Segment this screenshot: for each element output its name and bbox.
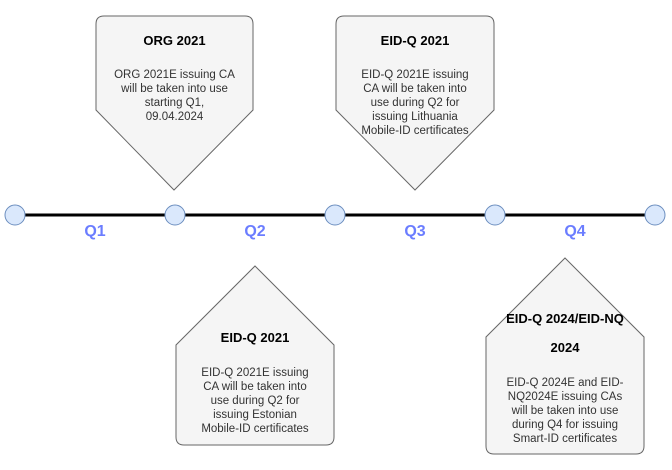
callout-body-line: EID-Q 2024E and EID-	[507, 377, 624, 389]
callout-body-line: CA will be taken into	[203, 381, 307, 393]
callout-body-line: EID-Q 2021E issuing	[201, 367, 308, 379]
quarter-label-q2: Q2	[244, 223, 265, 240]
milestone-marker	[324, 204, 346, 226]
milestone-marker	[644, 204, 666, 226]
milestone-marker	[164, 204, 186, 226]
timeline-axis: Q1 Q2 Q3 Q4	[4, 204, 666, 240]
milestone-marker	[4, 204, 26, 226]
callout-org-2021: ORG 2021 ORG 2021E issuing CA will be ta…	[95, 15, 254, 191]
callout-body-line: EID-Q 2021E issuing	[361, 69, 468, 81]
callout-body-line: starting Q1,	[145, 97, 204, 109]
callout-body-line: NQ2024E issuing CAs	[508, 391, 623, 403]
quarter-label-q3: Q3	[404, 223, 425, 240]
callout-body-line: Mobile-ID certificates	[201, 423, 309, 435]
callout-body-line: will be taken into use	[511, 405, 619, 417]
callout-body-line: issuing Lithuania	[372, 111, 458, 123]
callout-body-line: issuing Estonian	[213, 409, 297, 421]
callout-body-line: use during Q2 for	[371, 97, 460, 109]
callout-title: 2024	[551, 340, 581, 355]
callout-title: ORG 2021	[143, 33, 205, 48]
callout-shape-up-arrow	[175, 265, 335, 446]
milestone-marker	[484, 204, 506, 226]
callout-body-line: Smart-ID certificates	[513, 433, 617, 445]
callout-body-line: use during Q2 for	[211, 395, 300, 407]
callout-body-line: ORG 2021E issuing CA	[114, 69, 235, 81]
callout-body-line: will be taken into use	[120, 83, 228, 95]
callout-body-line: during Q4 for issuing	[512, 419, 618, 431]
callout-title: EID-Q 2021	[381, 33, 450, 48]
callout-shape-down-arrow	[95, 15, 254, 191]
callout-body-line: 09.04.2024	[146, 111, 204, 123]
callout-shape-down-arrow	[335, 15, 495, 191]
callout-eidq-2024-eidnq: EID-Q 2024/EID-NQ 2024 EID-Q 2024E and E…	[485, 257, 645, 455]
quarter-label-q4: Q4	[564, 223, 585, 240]
callout-body-line: CA will be taken into	[363, 83, 467, 95]
callout-title: EID-Q 2021	[221, 330, 290, 345]
callout-title: EID-Q 2024/EID-NQ	[506, 311, 624, 326]
callout-body-line: Mobile-ID certificates	[361, 125, 469, 137]
callout-shape-up-arrow	[485, 257, 645, 455]
callout-eidq-2021-estonia: EID-Q 2021 EID-Q 2021E issuing CA will b…	[175, 265, 335, 446]
callout-eidq-2021-lithuania: EID-Q 2021 EID-Q 2021E issuing CA will b…	[335, 15, 495, 191]
quarter-label-q1: Q1	[84, 223, 105, 240]
